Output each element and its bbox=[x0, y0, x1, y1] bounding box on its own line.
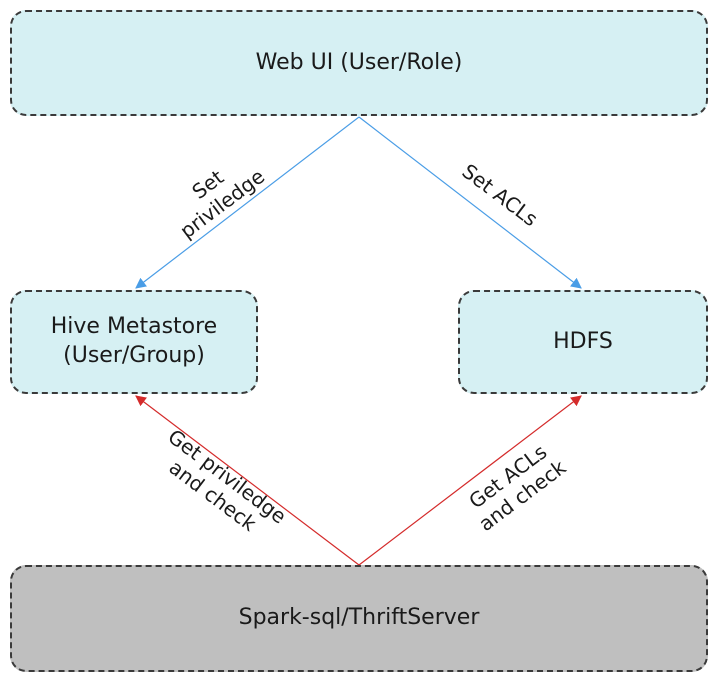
hive-metastore-label: Hive Metastore (User/Group) bbox=[50, 314, 218, 368]
spark-thriftserver-label: Spark-sql/ThriftServer bbox=[238, 605, 480, 631]
web-ui-label: Web UI (User/Role) bbox=[255, 49, 463, 75]
hive-metastore-box: Hive Metastore (User/Group) bbox=[10, 290, 258, 394]
hdfs-label: HDFS bbox=[553, 328, 613, 354]
set-privilege-arrow bbox=[135, 116, 360, 289]
get-privilege-arrow bbox=[135, 395, 360, 566]
set-acls-arrow bbox=[358, 116, 582, 289]
web-ui-box: Web UI (User/Role) bbox=[10, 10, 708, 116]
hdfs-box: HDFS bbox=[458, 290, 708, 394]
get-acls-arrow bbox=[358, 395, 582, 566]
spark-thriftserver-box: Spark-sql/ThriftServer bbox=[10, 565, 708, 672]
